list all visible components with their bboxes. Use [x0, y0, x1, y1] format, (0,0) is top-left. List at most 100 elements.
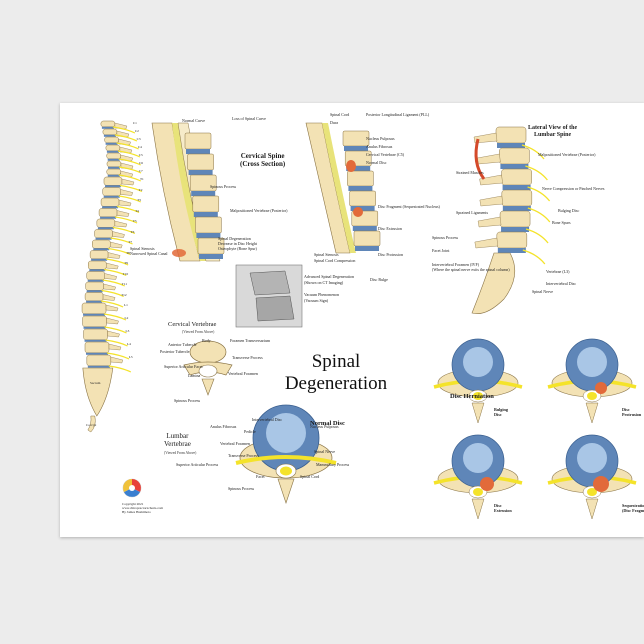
herniation-stage-label: Extrusion — [494, 508, 512, 513]
spine-level-label: C2 — [134, 129, 139, 133]
cervical-vertebrae-sub: (Viewed From Above) — [182, 330, 215, 334]
spinous-process — [110, 241, 123, 249]
full-spine-illustration — [81, 120, 143, 433]
herniated-fragment — [595, 382, 607, 394]
spinal-nerve — [101, 289, 124, 298]
spinous-process — [106, 262, 119, 270]
herniation-stage-label: Protrusion — [622, 412, 642, 417]
annotation-label: Spinous Process — [210, 184, 237, 189]
annotation-label: Disc Protrusion — [378, 252, 403, 257]
poster-title: Spinal Degeneration — [266, 351, 406, 395]
cross-section-disc — [346, 166, 371, 171]
cross-section-disc — [348, 186, 373, 191]
intervertebral-disc — [91, 258, 108, 261]
spinous-process — [118, 199, 132, 207]
spine-level-label: T1 — [139, 177, 144, 181]
spinal-nerve — [119, 184, 143, 193]
herniated-fragment — [480, 477, 494, 491]
herniated-fragment — [593, 476, 609, 492]
lumbar-vertebra-normal-disc — [235, 404, 337, 504]
spine-level-label: L1 — [124, 303, 128, 307]
intervertebral-disc — [95, 237, 112, 240]
annotation-label: Mammillary Process — [316, 462, 350, 467]
annotation-label: Malpositioned Vertebrae (Posterior) — [230, 208, 288, 213]
intervertebral-disc — [103, 134, 116, 137]
spinal-nerve — [114, 216, 138, 224]
herniation-spinous-process — [471, 498, 485, 520]
herniation-nucleus — [577, 443, 607, 473]
normal-disc-heading: Normal Disc — [310, 420, 345, 427]
herniation-nucleus — [577, 347, 607, 377]
lateral-spinous-process — [474, 237, 499, 249]
annotation-label: Normal Curve — [182, 118, 205, 123]
annotation-label: Disc Bulge — [370, 277, 388, 282]
lateral-spinous-process — [479, 195, 504, 207]
annotation-label: Spinal Cord Compression — [314, 258, 356, 263]
spinal-nerve — [118, 174, 142, 182]
cervical-vertebrae-heading: Cervical Vertebrae — [168, 321, 217, 328]
intervertebral-disc — [86, 290, 103, 293]
spinous-process — [121, 178, 135, 186]
lateral-lumbar-illustration — [471, 126, 551, 314]
spinal-nerve — [106, 258, 129, 266]
intervertebral-disc — [107, 158, 120, 161]
annotation-label: Facet — [256, 474, 265, 479]
spinal-nerve — [102, 279, 125, 287]
spinal-nerve — [118, 195, 142, 203]
intervertebral-disc — [100, 216, 117, 219]
lateral-disc — [497, 248, 526, 253]
sacrum-label: Sacrum — [90, 381, 101, 385]
annotation-label: Spinal Degeneration — [218, 236, 251, 241]
cross-section-disc — [188, 170, 213, 175]
spinal-nerve — [112, 226, 136, 235]
spinal-nerve — [101, 300, 124, 308]
copyright-line: By James Hashimoto — [122, 510, 151, 514]
intervertebral-disc — [104, 185, 121, 188]
annotation-label: Spinal Nerve — [532, 289, 553, 294]
annotation-label: Malpositioned Vertebrae (Posterior) — [538, 152, 596, 157]
annotation-label: Lamina — [188, 373, 201, 378]
lateral-spinal-nerve — [521, 144, 545, 160]
spine-level-label: T10 — [122, 271, 129, 276]
sacrum — [82, 367, 114, 417]
annotation-label: Anulus Fibrosus — [366, 144, 393, 149]
spinal-nerve — [104, 326, 127, 334]
herniation-stage-label: Bulging — [494, 407, 508, 412]
annotation-label: Disc Extrusion — [378, 226, 402, 231]
spinal-nerve — [118, 158, 141, 166]
spine-level-label: L3 — [125, 329, 130, 333]
spinal-nerve — [116, 205, 140, 214]
spinous-process — [107, 330, 120, 338]
annotation-label: Strained Muscles — [456, 170, 484, 175]
title-line-1: Spinal — [311, 351, 361, 372]
intervertebral-disc — [83, 313, 106, 316]
spine-level-label: C4 — [137, 145, 142, 149]
herniation-cord — [587, 488, 597, 496]
annotation-label: Sprained Ligaments — [456, 210, 489, 215]
spine-level-label: T4 — [135, 208, 139, 213]
cross-section-disc — [355, 246, 379, 251]
herniation-nucleus — [463, 347, 493, 377]
annotation-label: Nerve Compression or Pinched Nerves — [542, 186, 605, 191]
spine-level-label: T9 — [124, 261, 129, 265]
spine-level-label: T7 — [128, 240, 133, 244]
annotation-label: Anulus Fibrosus — [210, 424, 237, 429]
spinous-process — [110, 356, 124, 364]
herniation-cord — [473, 392, 483, 400]
annotation-label: Vacuum Phenomenon — [304, 292, 339, 297]
annotation-label: Spinous Process — [228, 486, 255, 491]
intervertebral-disc — [87, 365, 110, 368]
spinal-nerve — [112, 126, 136, 134]
lateral-spinous-process — [477, 216, 502, 228]
spinal-nerve — [116, 142, 139, 150]
annotation-label: Spinal Nerve — [314, 449, 335, 454]
spinal-nerve — [110, 237, 133, 245]
annotation-label: Intervertebral Disc — [252, 417, 283, 422]
coccyx-label: Coccyx — [86, 423, 97, 427]
annotation-label: Loss of Spinal Curve — [232, 116, 266, 121]
lateral-disc — [501, 227, 530, 232]
spinal-nerve — [106, 352, 130, 360]
copyright-line: Copyright 2021 — [122, 502, 144, 506]
intervertebral-disc — [93, 248, 110, 251]
annotation-label: Dura — [330, 120, 338, 125]
